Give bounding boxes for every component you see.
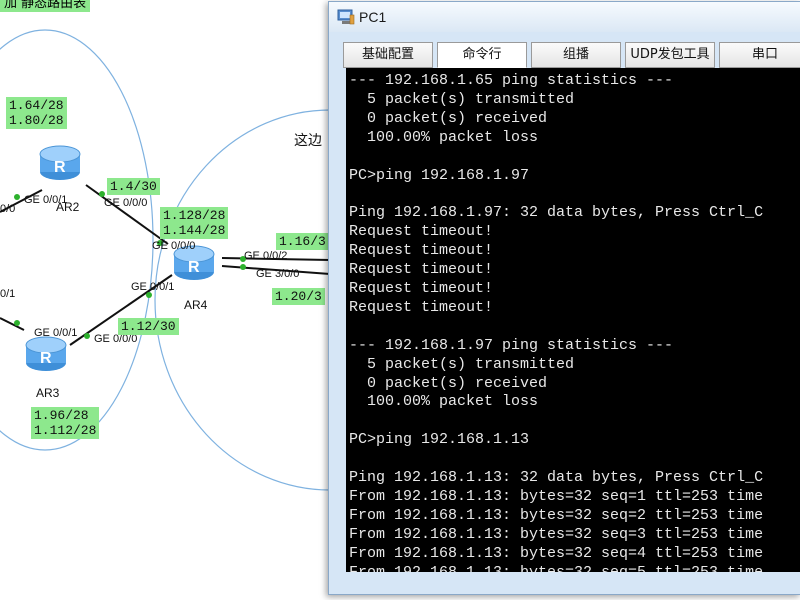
link-ar1-ar3 [0, 317, 25, 331]
console-output[interactable]: --- 192.168.1.65 ping statistics --- 5 p… [349, 72, 764, 572]
port-dot [157, 240, 163, 246]
port-label: GE 0/0/1 [34, 327, 78, 339]
port-dot [240, 256, 246, 262]
router-ar3-icon[interactable]: R [24, 333, 68, 373]
router-ar2-name: AR2 [56, 200, 80, 214]
ip-label-ar4-block: 1.128/28 1.144/28 [160, 207, 229, 239]
port-dot [146, 292, 152, 298]
ip-label-ar4-right-top: 1.16/3 [276, 233, 329, 250]
router-ar3-name: AR3 [36, 386, 60, 400]
port-dot [240, 264, 246, 270]
router-ar4-name: AR4 [184, 298, 208, 312]
tab-bar: 基础配置 命令行 组播 UDP发包工具 串口 [343, 42, 800, 68]
port-dot [84, 333, 90, 339]
ip-label-ar3-ar4-link: 1.12/30 [118, 318, 179, 335]
window-titlebar[interactable]: PC1 [329, 2, 800, 32]
tab-command-line[interactable]: 命令行 [437, 42, 527, 68]
ip-label-ar2-block: 1.64/28 1.80/28 [6, 97, 67, 129]
svg-text:R: R [54, 159, 66, 176]
pc-terminal-icon [337, 9, 355, 25]
port-label: GE 0/0/0 [94, 333, 138, 345]
ip-label-ar2-ar4-link: 1.4/30 [107, 178, 160, 195]
router-ar4-icon[interactable]: R [172, 242, 216, 282]
port-label: GE 0/0/0 [152, 240, 196, 252]
port-label: GE 0/0/2 [244, 250, 288, 262]
tab-multicast[interactable]: 组播 [531, 42, 621, 68]
port-dot [14, 194, 20, 200]
router-ar2-icon[interactable]: R [38, 142, 82, 182]
port-dot [99, 191, 105, 197]
svg-text:R: R [40, 350, 52, 367]
area-circle-left [0, 29, 154, 451]
tab-basic-config[interactable]: 基础配置 [343, 42, 433, 68]
pc1-window: PC1 基础配置 命令行 组播 UDP发包工具 串口 --- 192.168.1… [328, 1, 800, 595]
port-label: GE 0/0/1 [131, 281, 175, 293]
svg-text:R: R [188, 259, 200, 276]
ip-label-ar3-block: 1.96/28 1.112/28 [31, 407, 100, 439]
port-label: GE 3/0/0 [256, 268, 300, 280]
port-label: 0/0 [0, 203, 16, 215]
port-label: GE 0/0/1 [24, 194, 68, 206]
ip-label-ar4-right-bottom: 1.20/3 [272, 288, 325, 305]
tab-serial[interactable]: 串口 [719, 42, 800, 68]
link-ar1-ar2 [0, 189, 43, 213]
tab-udp-tool[interactable]: UDP发包工具 [625, 42, 715, 68]
topology-note: 这边 [294, 133, 322, 149]
topology-title-fragment: 加 静态路由表 [0, 0, 91, 12]
port-label: 0/1 [0, 288, 16, 300]
command-console[interactable]: --- 192.168.1.65 ping statistics --- 5 p… [346, 68, 800, 572]
port-label: GE 0/0/0 [104, 197, 148, 209]
window-title: PC1 [359, 9, 387, 25]
port-dot [14, 320, 20, 326]
